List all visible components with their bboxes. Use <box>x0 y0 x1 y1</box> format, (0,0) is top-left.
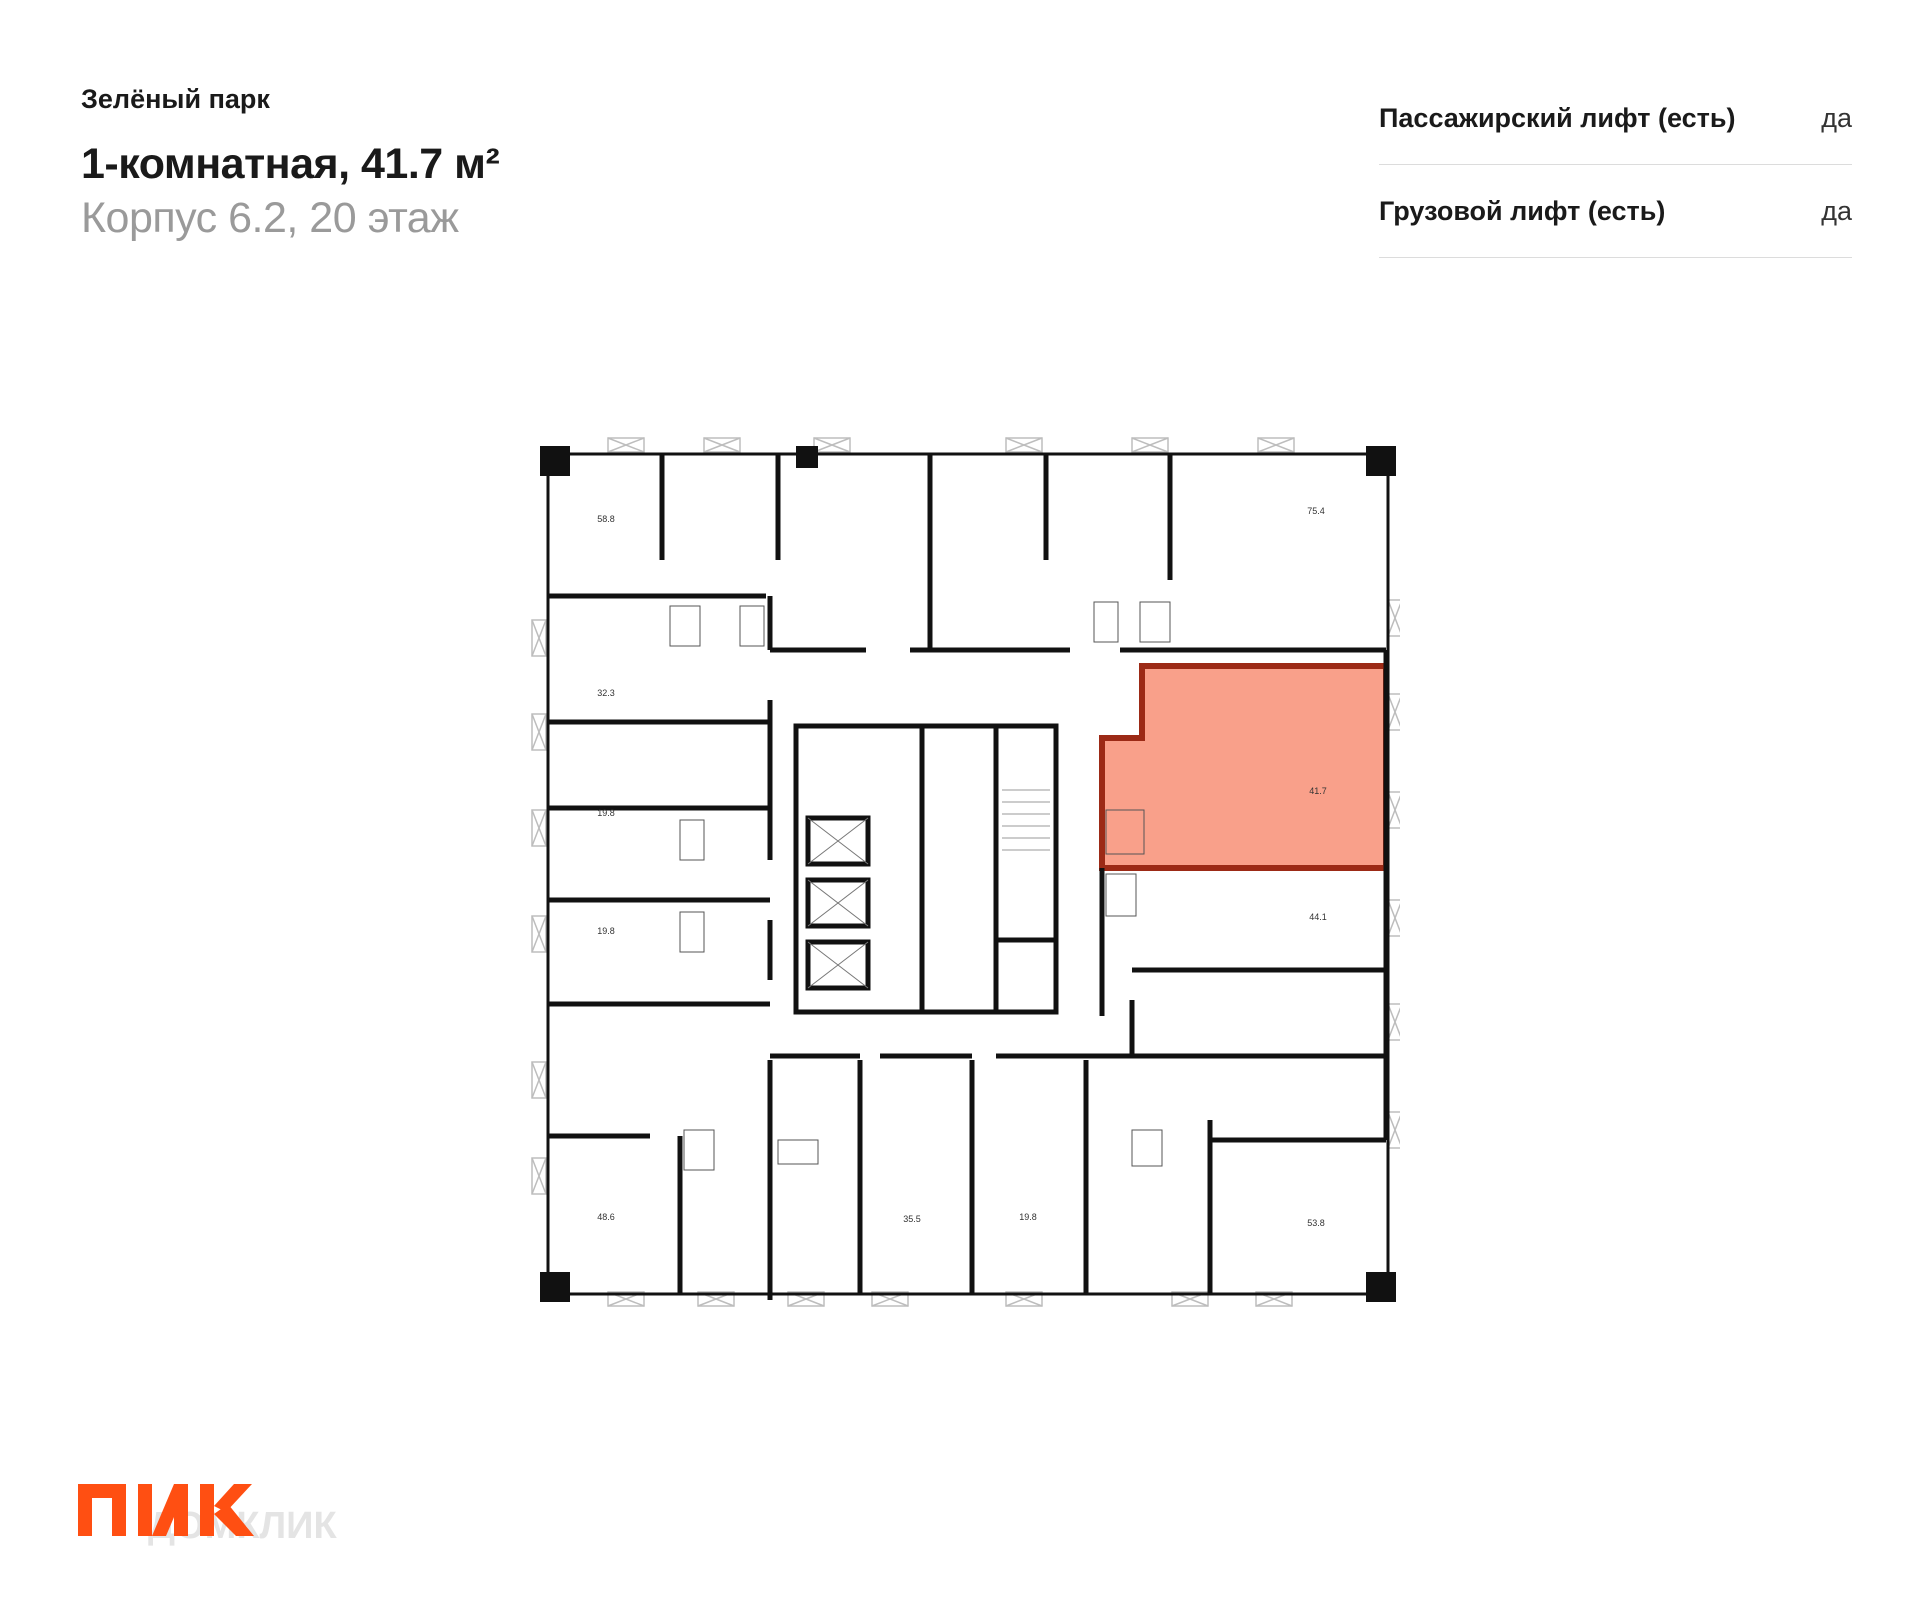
elevator-marks <box>807 817 869 989</box>
area-58-8: 58.8 <box>597 514 615 524</box>
project-name: Зелёный парк <box>81 84 270 114</box>
features-list: Пассажирский лифт (есть) да Грузовой лиф… <box>1379 72 1852 258</box>
windows <box>531 437 1400 1307</box>
area-53-8: 53.8 <box>1307 1218 1325 1228</box>
interior-walls <box>548 454 1389 1300</box>
area-19-8-a: 19.8 <box>597 808 615 818</box>
pik-logo: ДОМКЛИК <box>78 1470 418 1560</box>
feature-label: Грузовой лифт (есть) <box>1379 195 1666 226</box>
building-floor-subtitle: Корпус 6.2, 20 этаж <box>81 194 459 242</box>
corner-columns <box>540 446 1396 1302</box>
area-32-3: 32.3 <box>597 688 615 698</box>
pik-letters <box>78 1484 254 1536</box>
outer-walls <box>546 452 1390 1296</box>
area-19-8-b: 19.8 <box>597 926 615 936</box>
feature-value: да <box>1821 102 1852 133</box>
area-44-1: 44.1 <box>1309 912 1327 922</box>
floor-plan: 58.8 75.4 32.3 19.8 41.7 19.8 44.1 48.6 … <box>520 420 1400 1320</box>
feature-value: да <box>1821 195 1852 226</box>
area-labels: 58.8 75.4 32.3 19.8 41.7 19.8 44.1 48.6 … <box>597 506 1327 1228</box>
area-41-7: 41.7 <box>1309 786 1327 796</box>
area-75-4: 75.4 <box>1307 506 1325 516</box>
highlighted-apartment[interactable] <box>1099 663 1389 871</box>
stairs <box>1002 789 1050 851</box>
feature-label: Пассажирский лифт (есть) <box>1379 102 1736 133</box>
feature-freight-lift: Грузовой лифт (есть) да <box>1379 165 1852 258</box>
area-48-6: 48.6 <box>597 1212 615 1222</box>
area-19-8-c: 19.8 <box>1019 1212 1037 1222</box>
area-35-5: 35.5 <box>903 1214 921 1224</box>
apartment-title: 1-комнатная, 41.7 м² <box>81 140 500 188</box>
feature-passenger-lift: Пассажирский лифт (есть) да <box>1379 72 1852 165</box>
fixtures <box>669 601 1171 1171</box>
building-core <box>793 723 1059 1015</box>
